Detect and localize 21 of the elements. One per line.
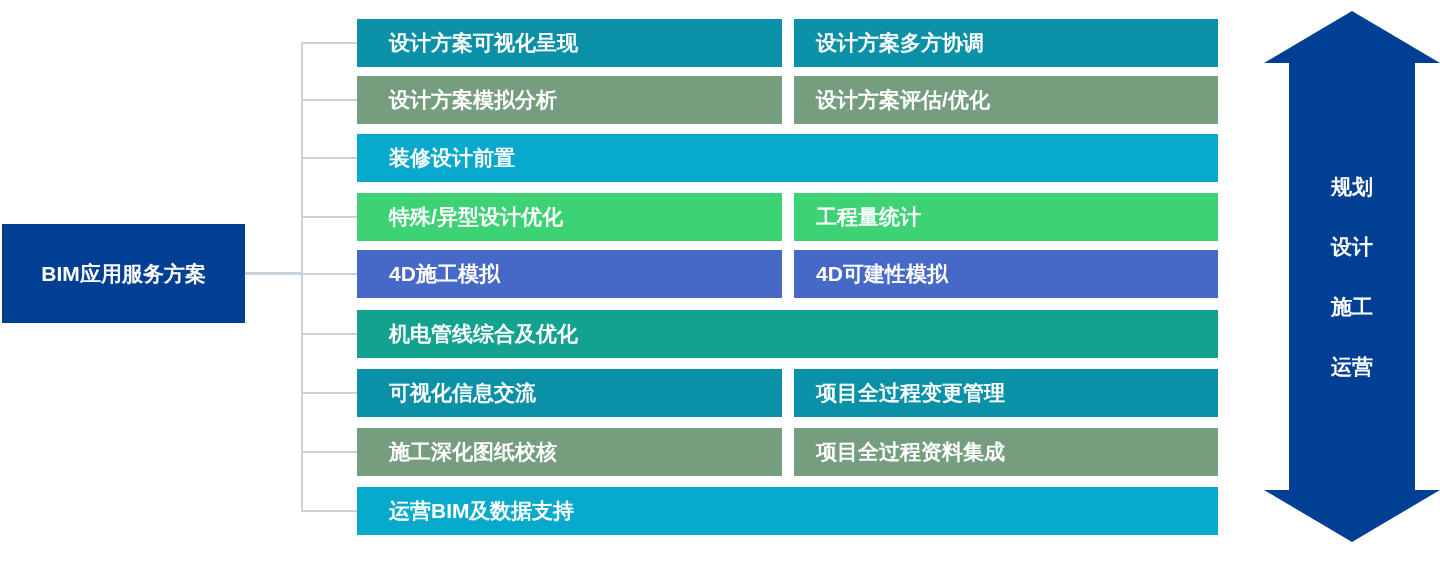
service-box: 设计方案可视化呈现	[357, 19, 782, 67]
service-box: 项目全过程资料集成	[794, 428, 1218, 476]
service-box: 4D可建性模拟	[794, 250, 1218, 298]
service-box: 设计方案评估/优化	[794, 76, 1218, 124]
stage-label: 运营	[1331, 354, 1373, 379]
service-box: 设计方案多方协调	[794, 19, 1218, 67]
service-box: 设计方案模拟分析	[357, 76, 782, 124]
service-box: 特殊/异型设计优化	[357, 193, 782, 241]
stage-label: 设计	[1331, 234, 1373, 259]
connector-line	[244, 272, 358, 512]
root-box: BIM应用服务方案	[2, 224, 245, 323]
service-box: 运营BIM及数据支持	[357, 487, 1218, 535]
service-box: 机电管线综合及优化	[357, 310, 1218, 358]
service-box: 可视化信息交流	[357, 369, 782, 417]
service-box: 工程量统计	[794, 193, 1218, 241]
service-box: 装修设计前置	[357, 134, 1218, 182]
service-box: 4D施工模拟	[357, 250, 782, 298]
service-box: 施工深化图纸校核	[357, 428, 782, 476]
stage-label: 规划	[1331, 174, 1373, 199]
service-box: 项目全过程变更管理	[794, 369, 1218, 417]
stage-label: 施工	[1331, 294, 1373, 319]
